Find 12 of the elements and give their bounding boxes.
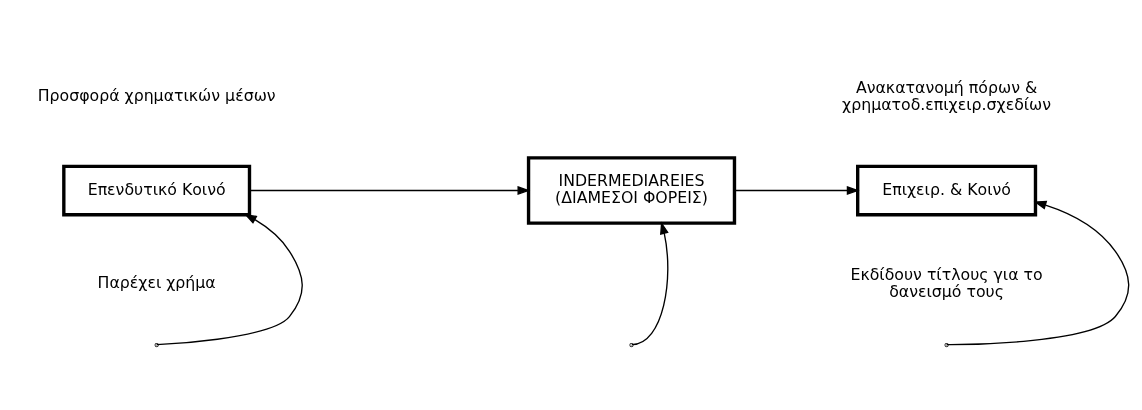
arrow bbox=[631, 221, 669, 346]
arrow bbox=[249, 186, 531, 196]
node-label: Εκδίδουν τίτλους για το δανεισμό τους bbox=[850, 264, 1043, 301]
node-box: Επιχειρ. & Κοινό bbox=[856, 164, 1038, 217]
node-label: Παρέχει χρήμα bbox=[97, 273, 216, 293]
node-label: Προσφορά χρηματικών μέσων bbox=[37, 86, 276, 106]
arrow bbox=[733, 186, 860, 196]
node-label: Ανακατανομή πόρων & χρηματοδ.επιχειρ.σχεδίων bbox=[842, 77, 1052, 114]
node-box: INDERMEDIAREIES (ΔΙΑΜΕΣΟΙ ΦΟΡΕΙΣ) bbox=[526, 156, 737, 225]
node-box: Επενδυτικό Κοινό bbox=[62, 164, 252, 217]
arrow bbox=[946, 200, 1130, 346]
arrow bbox=[156, 213, 303, 346]
